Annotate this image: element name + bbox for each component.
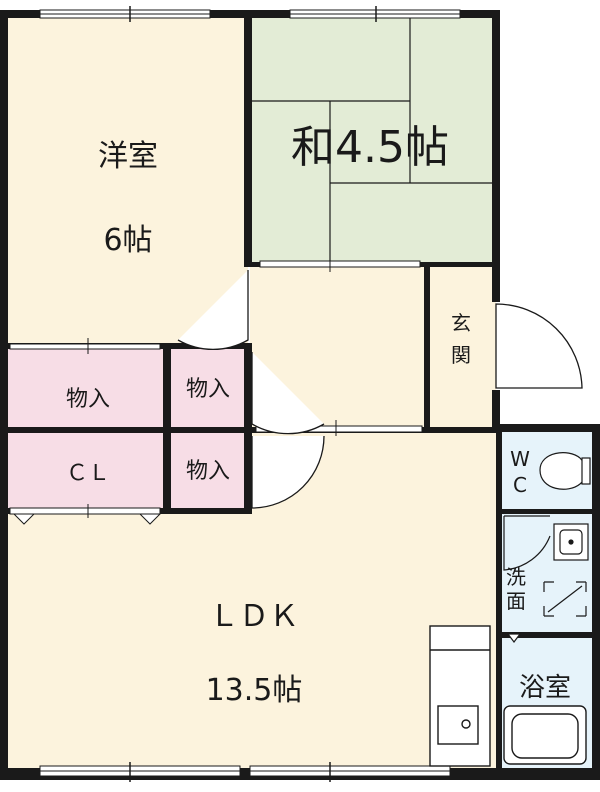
storage-b-floor	[168, 347, 248, 429]
storage-a-floor	[8, 347, 168, 429]
kitchen-counter	[429, 625, 491, 767]
storage-c-floor-top	[168, 429, 248, 513]
storage-a-label: 物入	[66, 387, 110, 412]
japanese-room-name: 和4.5帖	[291, 122, 449, 173]
washroom-label-1: 洗	[506, 565, 526, 589]
swing-doors	[177, 270, 583, 509]
toilet-fixture	[539, 452, 591, 490]
wc-label-1: W	[510, 447, 530, 471]
windows	[39, 6, 461, 782]
closet-floor-top	[8, 429, 168, 513]
laundry-space-marker	[543, 581, 587, 617]
closet-door-markers	[12, 513, 162, 525]
sliding-doors	[9, 256, 423, 518]
washroom-door	[503, 515, 551, 643]
tatami-lines	[250, 17, 496, 265]
western-room-floor	[8, 17, 248, 347]
entrance-label-1: 玄	[451, 311, 471, 335]
western-room-size: 6帖	[103, 223, 152, 258]
storage-b-label: 物入	[186, 377, 230, 402]
storage-c-label: 物入	[186, 459, 230, 484]
entrance-label-2: 関	[451, 343, 471, 367]
washroom-label-2: 面	[506, 589, 526, 613]
wc-label-2: C	[513, 473, 527, 497]
western-room-name: 洋室	[98, 139, 158, 174]
bathtub-fixture	[503, 705, 587, 765]
washbasin-fixture	[553, 523, 589, 561]
ldk-name: ＬＤＫ	[209, 599, 299, 634]
bath-label: 浴室	[519, 673, 571, 703]
closet-label: ＣＬ	[66, 461, 110, 486]
ldk-size: 13.5帖	[206, 673, 303, 708]
japanese-room-floor	[250, 17, 496, 265]
